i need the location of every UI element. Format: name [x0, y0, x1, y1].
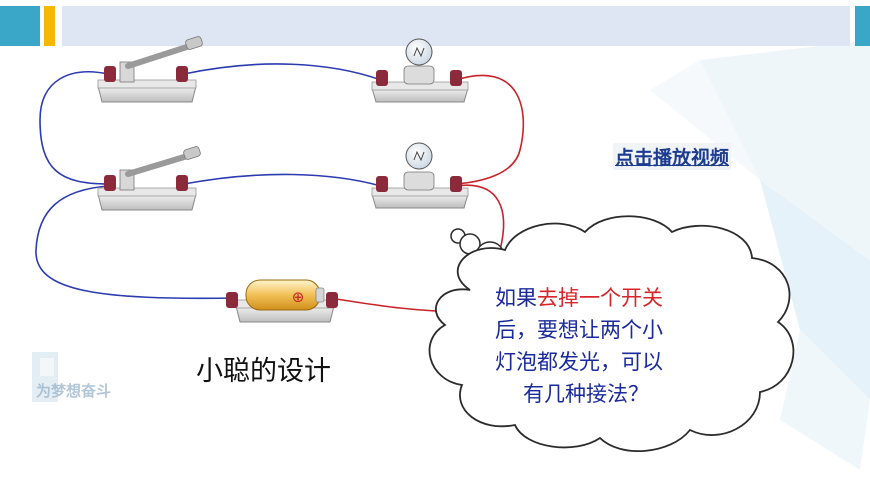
diagram-caption: 小聪的设计	[196, 356, 331, 387]
bulb-2	[371, 142, 469, 209]
bubble-line-4: 有几种接法？	[523, 382, 649, 406]
background-decoration	[650, 40, 870, 470]
switch-2	[97, 146, 201, 211]
battery: ⊕	[226, 279, 338, 323]
bubble-line-2: 后，要想让两个小	[495, 318, 663, 342]
watermark-logo	[32, 352, 58, 402]
bubble-line-3: 灯泡都发光，可以	[495, 350, 663, 374]
play-video-link[interactable]: 点击播放视频	[613, 143, 732, 170]
header-bar	[0, 6, 870, 46]
watermark-logo-text: 为梦想奋斗	[36, 382, 111, 400]
bubble-highlight: 去掉一个开关	[537, 286, 663, 310]
battery-plus-sign: ⊕	[292, 288, 305, 306]
bubble-line-1: 如果去掉一个开关	[495, 282, 755, 314]
bulb-1	[371, 38, 469, 103]
bubble-question: 如果去掉一个开关 后，要想让两个小 灯泡都发光，可以 有几种接法？	[495, 282, 755, 410]
thought-bubble	[428, 215, 795, 453]
bubble-line-1-start: 如果	[495, 286, 537, 310]
switch-1	[97, 36, 203, 103]
blue-wires	[35, 63, 382, 300]
